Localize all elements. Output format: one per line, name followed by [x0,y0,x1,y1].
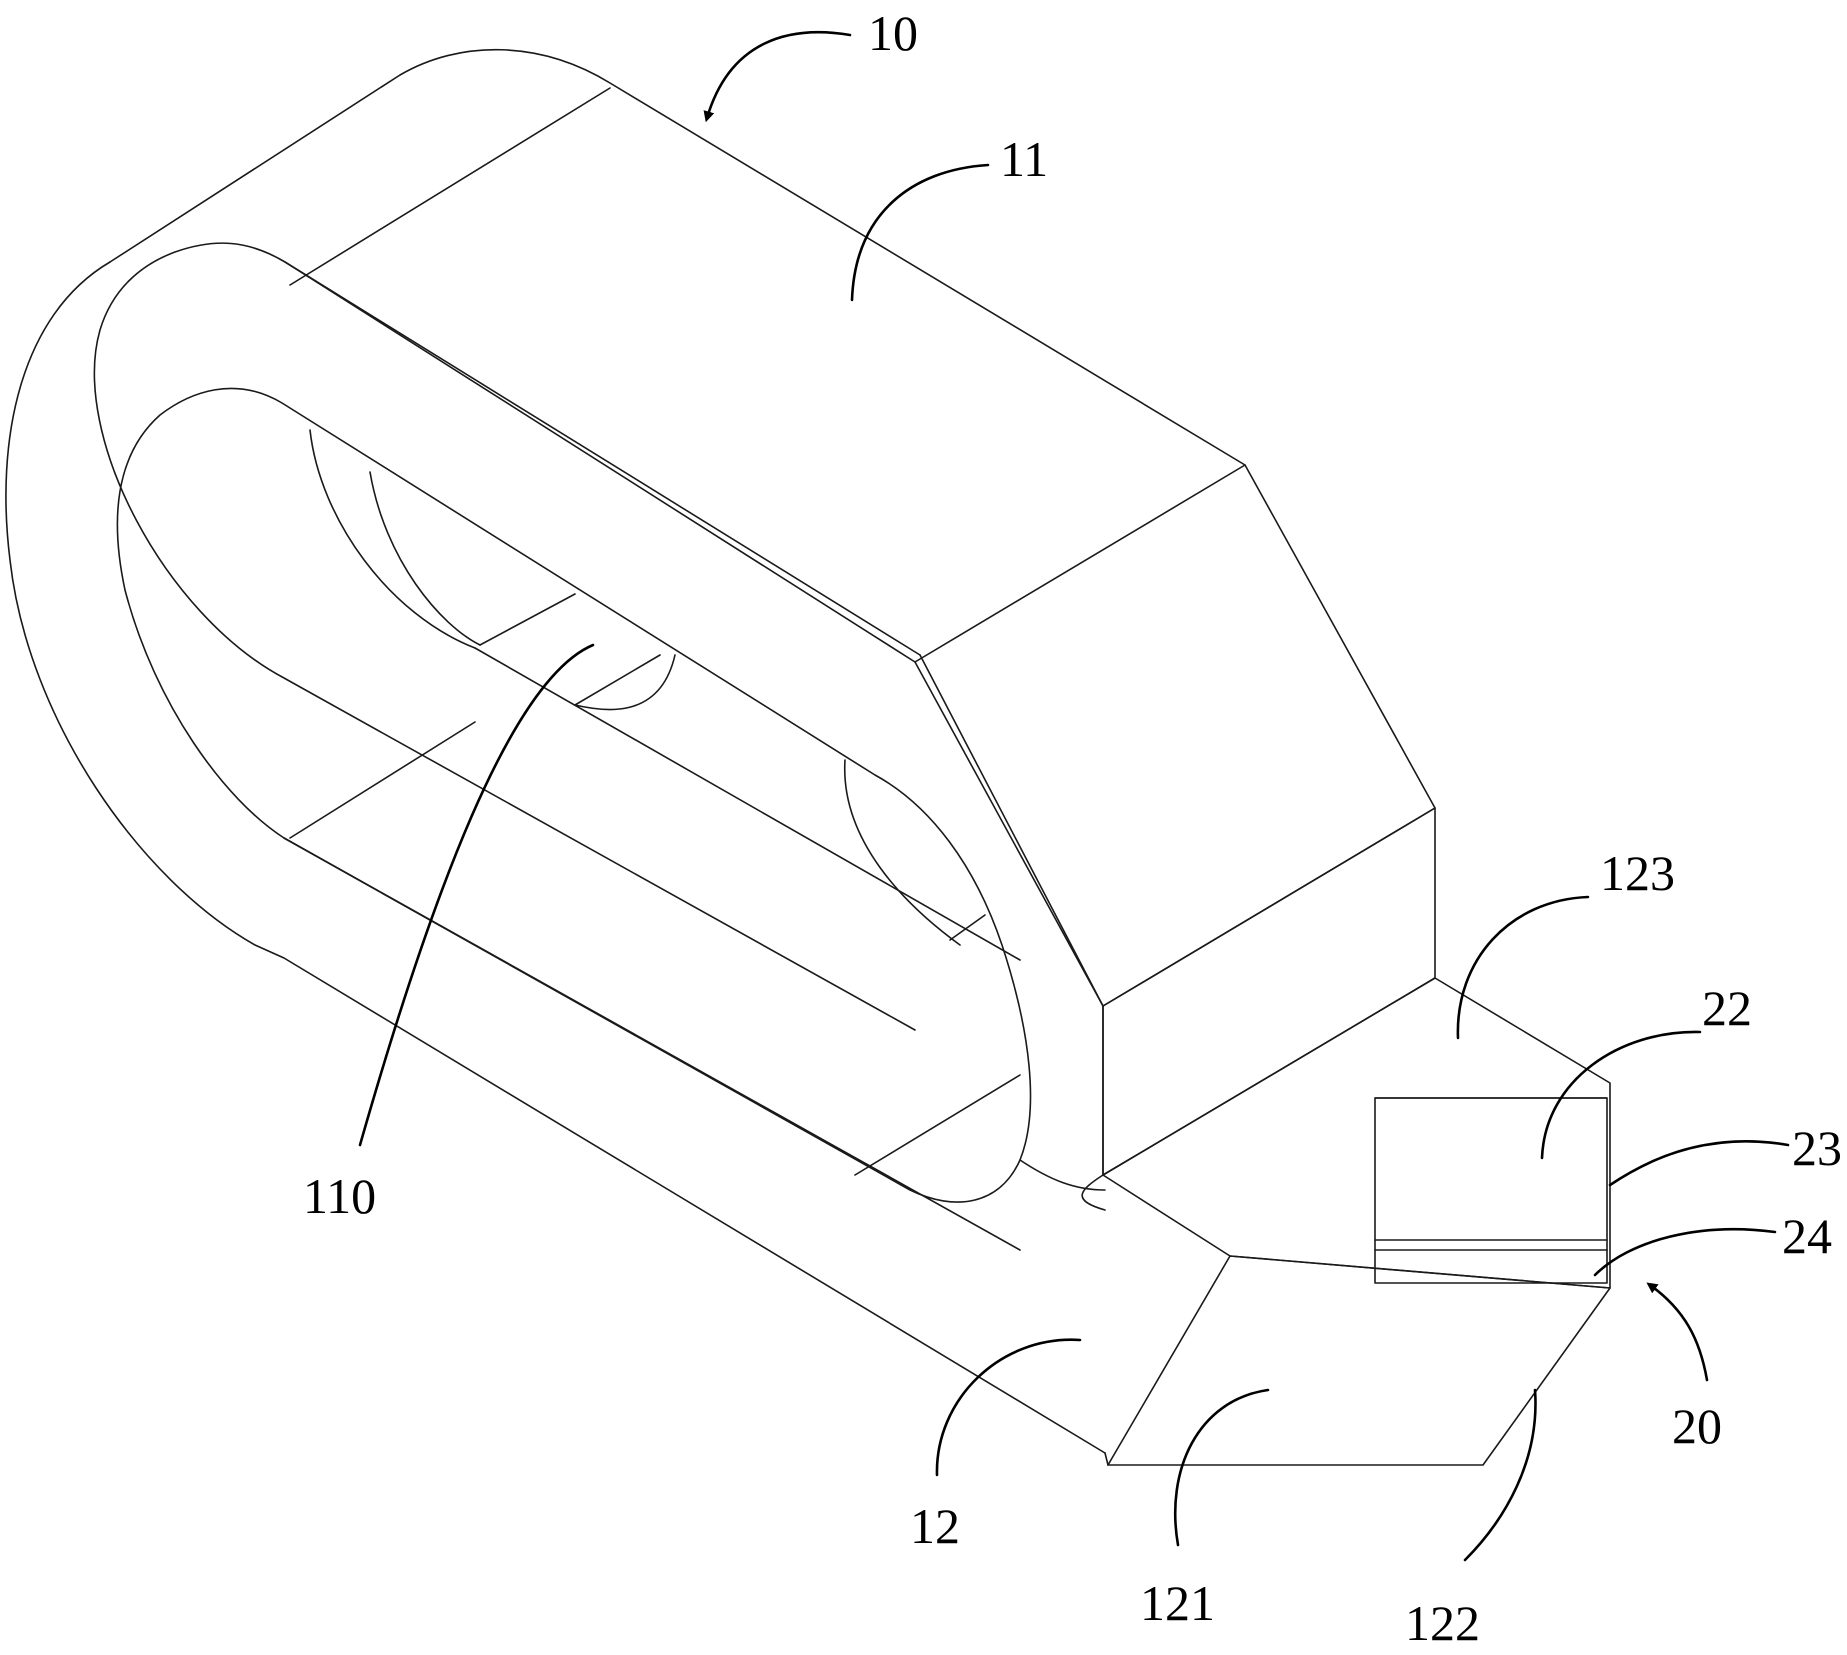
label-11: 11 [1000,131,1048,187]
inner-seam-5 [854,1074,1021,1176]
leader-10-arrow [703,31,852,123]
neck-inner-curve [1019,1159,1106,1191]
neck-outline [919,654,1106,1211]
module-part-20 [1374,1097,1608,1284]
top-back-arc [109,48,1246,466]
flange-top-face [1102,977,1611,1289]
label-122: 122 [1405,1595,1480,1651]
inner-seam-3 [289,721,476,839]
flange-bottom-face [1107,1255,1611,1466]
flange-left-edge [1104,1452,1109,1466]
label-12: 12 [910,1498,960,1554]
label-110: 110 [303,1168,376,1224]
label-22: 22 [1702,980,1752,1036]
leader-20-arrow [1646,1282,1709,1382]
leader-24 [1593,1227,1777,1277]
inner-seam-1 [479,593,576,646]
inner-seam-2 [574,654,661,706]
leader-23 [1608,1140,1790,1187]
label-10: 10 [868,5,918,61]
body-part-10 [5,48,1436,1454]
front-face-outline [93,242,921,1031]
inner-slot-outline [116,387,1032,1203]
leader-123 [1456,895,1590,1040]
top-face-front-edge [284,261,916,663]
leader-122 [1463,1388,1537,1562]
inner-wall-curve-c [574,654,676,711]
front-outer-rounded-edge [5,261,1106,1454]
inner-wall-curve-b [369,471,481,646]
chamfer-face-2 [1102,807,1436,1176]
label-123: 123 [1600,845,1675,901]
chamfer-face-1 [914,464,1436,1007]
leader-22 [1540,1030,1702,1160]
leader-110 [358,643,595,1147]
leader-12 [935,1338,1082,1477]
module-outer-rect [1374,1097,1608,1284]
reference-numerals: 10 11 110 12 121 122 123 20 22 23 24 [303,5,1842,1651]
leader-11 [850,163,990,302]
label-24: 24 [1782,1208,1832,1264]
leaders [358,31,1790,1562]
inner-floor-line [283,837,1021,1251]
leader-121 [1173,1388,1270,1547]
inner-seam-4 [949,914,986,941]
inner-wall-curve-d [844,759,961,946]
label-121: 121 [1140,1575,1215,1631]
label-23: 23 [1792,1120,1842,1176]
inner-wall-curve-a [309,429,476,649]
label-20: 20 [1672,1398,1722,1454]
top-seam-1 [289,87,611,286]
inner-seam-6 [474,647,1021,961]
